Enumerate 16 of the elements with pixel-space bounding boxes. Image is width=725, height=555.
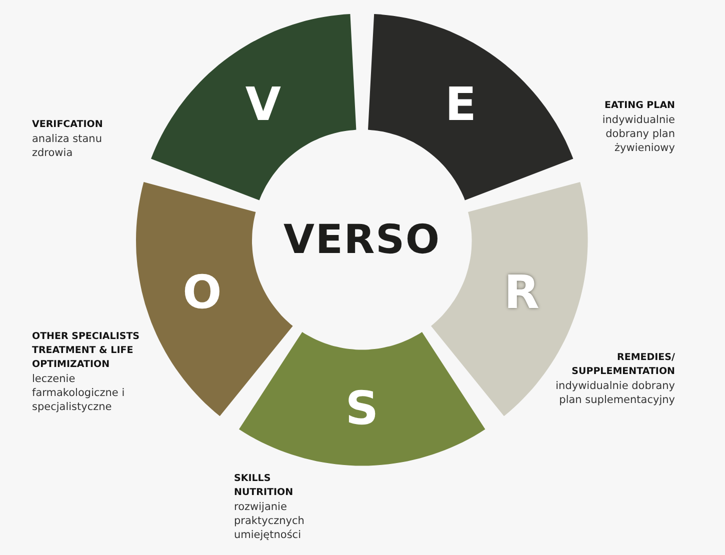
segment-description: rozwijanie praktycznych umiejętności bbox=[234, 500, 306, 542]
segment-heading: VERIFCATION bbox=[32, 118, 104, 132]
segment-heading: OTHER SPECIALISTS TREATMENT & LIFE OPTIMIZATION bbox=[32, 330, 141, 372]
segment-letter: S bbox=[345, 384, 379, 431]
segment-letter: V bbox=[245, 81, 282, 128]
segment-letter: E bbox=[445, 81, 476, 128]
segment-letter: O bbox=[182, 268, 222, 315]
segment-description: indywidualnie dobrany plan żywieniowy bbox=[601, 113, 675, 155]
segment-heading: REMEDIES/ SUPPLEMENTATION bbox=[570, 351, 675, 379]
center-title: VERSO bbox=[284, 217, 440, 263]
segment-description: analiza stanu zdrowia bbox=[32, 132, 103, 160]
segment-description: indywidualnie dobrany plan suplementacyjny bbox=[555, 379, 675, 407]
segment-heading: EATING PLAN bbox=[604, 99, 675, 113]
segment-description: leczenie farmakologiczne i specjalistyczne bbox=[32, 372, 126, 414]
segment-heading: SKILLS NUTRITION bbox=[234, 472, 294, 500]
segment-letter: R bbox=[504, 268, 540, 315]
